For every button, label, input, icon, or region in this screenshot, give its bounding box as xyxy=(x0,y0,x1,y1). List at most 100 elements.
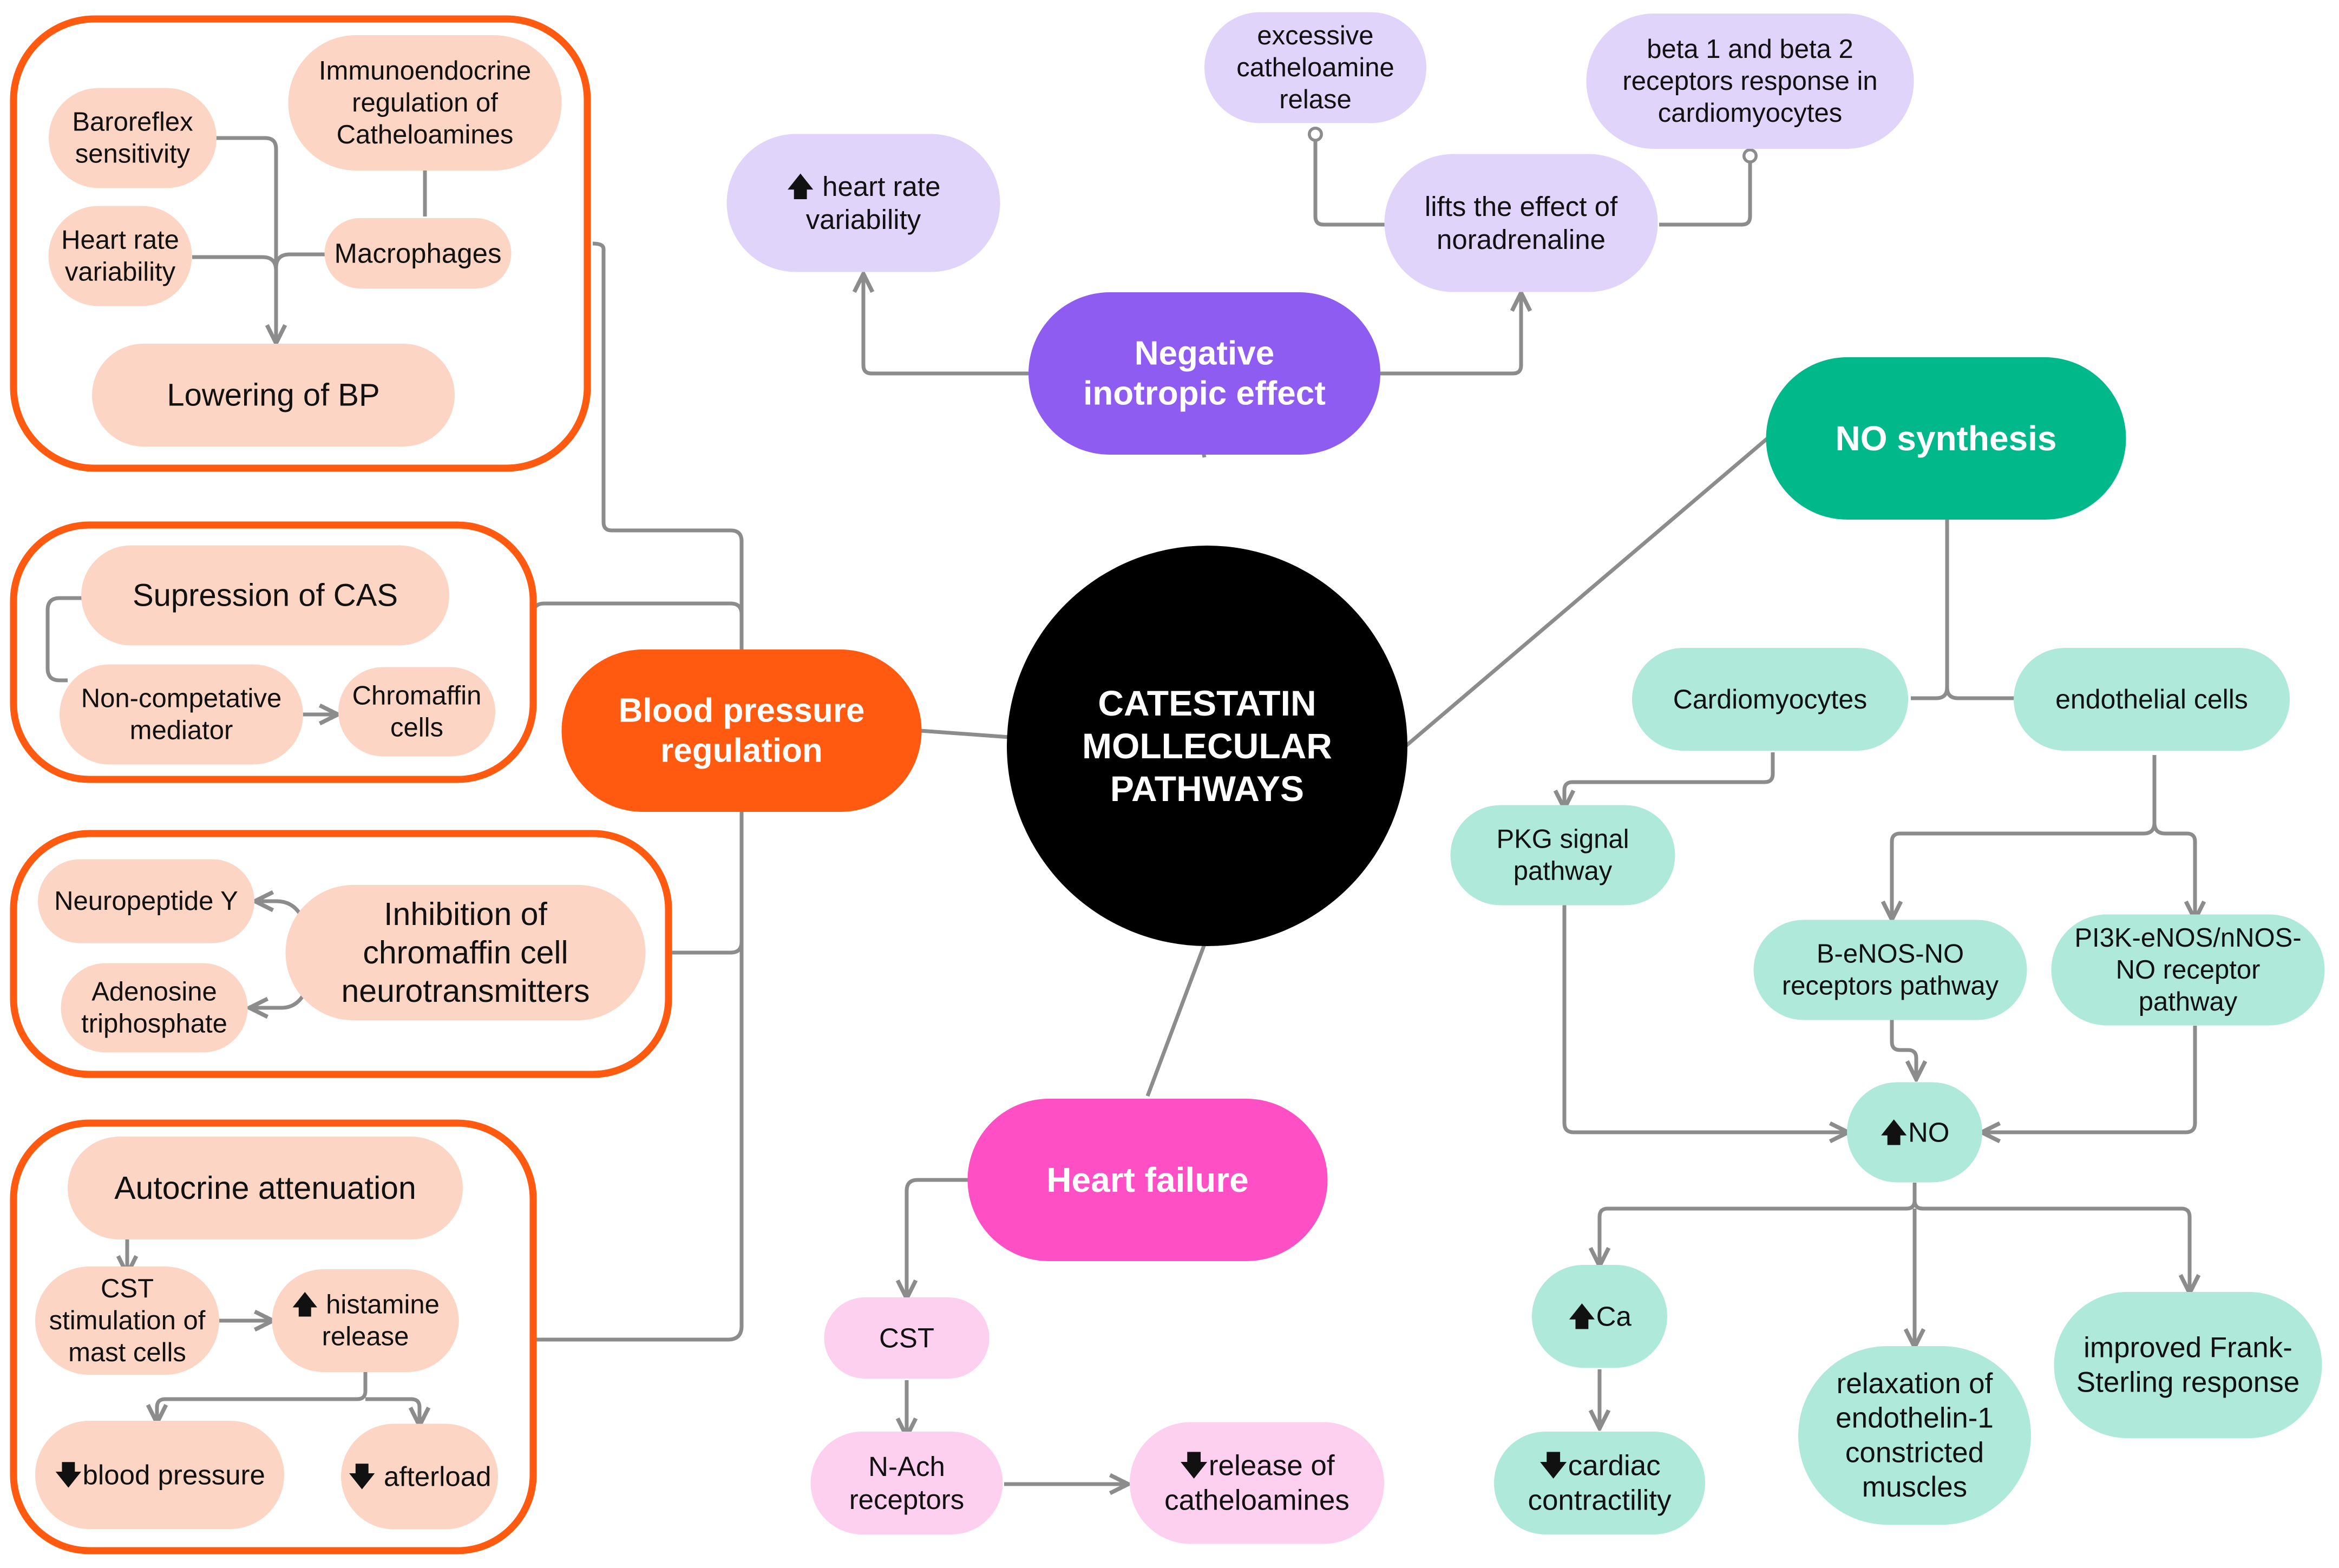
node-relaxation-label: relaxation of xyxy=(1837,1368,1993,1400)
node-baroreflex-shape xyxy=(49,88,217,188)
frame-bp-supression xyxy=(10,521,537,783)
node-non-competative-label: mediator xyxy=(130,716,233,745)
node-cst-shape xyxy=(824,1297,990,1379)
node-cardiomyocytes-shape xyxy=(1632,648,1908,751)
node-supression-cas-shape xyxy=(81,545,449,646)
connectors xyxy=(45,126,2197,1484)
node-histamine-label: 🡅 histamine xyxy=(291,1290,440,1320)
node-pi3k-label: NO receptor xyxy=(2116,955,2261,985)
node-supression-cas-label: Supression of CAS xyxy=(133,578,398,613)
node-cardiac-contractility-shape xyxy=(1494,1432,1705,1534)
center-catestatin-label: PATHWAYS xyxy=(1110,769,1304,809)
hub-blood-pressure-shape xyxy=(561,649,922,812)
node-supression-cas: Supression of CAS xyxy=(81,545,449,646)
center-catestatin-shape xyxy=(1007,546,1407,946)
connector-bp-trunk-upper xyxy=(592,241,744,649)
node-histamine-shape xyxy=(272,1269,459,1372)
connector-center-blood-pressure xyxy=(920,729,1010,739)
node-afterload-label: 🡇 afterload xyxy=(348,1461,491,1492)
node-pi3k-label: PI3K-eNOS/nNOS- xyxy=(2074,923,2301,953)
frame-bp-inhibition xyxy=(10,830,672,1078)
node-relaxation: relaxation ofendothelin-1constrictedmusc… xyxy=(1798,1346,2031,1525)
node-b-enos-shape xyxy=(1753,920,2027,1020)
hub-negative-inotropic-label: Negative xyxy=(1135,334,1274,372)
connector-lifts-excessive xyxy=(1307,126,1391,227)
node-n-ach-label: receptors xyxy=(849,1484,965,1515)
connector-center-heart-failure xyxy=(1145,943,1207,1097)
connector-baroreflex-lowering xyxy=(214,136,276,341)
node-cst-label: CST xyxy=(879,1323,934,1354)
node-non-competative-label: Non-competative xyxy=(81,684,281,713)
node-macrophages: Macrophages xyxy=(324,218,512,288)
node-excessive-catheloamine-shape xyxy=(1204,12,1426,123)
connector-endo-pi3k xyxy=(2152,822,2195,917)
node-relaxation-label: endothelin-1 xyxy=(1836,1402,1994,1434)
node-lifts-effect-label: noradrenaline xyxy=(1437,224,1606,255)
hub-heart-failure-label: Heart failure xyxy=(1046,1160,1248,1199)
hub-no-synthesis: NO synthesis xyxy=(1766,357,2126,520)
node-autocrine-shape xyxy=(68,1137,463,1239)
node-cardiac-contractility-label: 🡇cardiac xyxy=(1538,1450,1660,1482)
node-lowering-bp-shape xyxy=(92,344,455,447)
node-excessive-catheloamine-label: relase xyxy=(1279,85,1351,114)
node-autocrine-label: Autocrine attenuation xyxy=(114,1170,416,1206)
node-adenosine-label: Adenosine xyxy=(91,977,217,1007)
node-macrophages-shape xyxy=(324,218,512,288)
node-no-up: 🡅NO xyxy=(1847,1082,1982,1183)
node-adenosine-label: triphosphate xyxy=(81,1009,227,1038)
node-endothelial-cells-label: endothelial cells xyxy=(2055,684,2248,714)
node-immunoendocrine-shape xyxy=(288,35,562,170)
node-relaxation-label: muscles xyxy=(1862,1471,1967,1503)
node-inhibition-chromaffin-label: chromaffin cell xyxy=(363,935,568,970)
node-beta-receptors-label: receptors response in xyxy=(1622,67,1877,96)
connector-endo-split xyxy=(1892,755,2157,917)
frame-bp-lowering xyxy=(10,15,591,472)
node-pkg-signal-label: PKG signal xyxy=(1496,825,1629,854)
node-no-up-shape xyxy=(1847,1082,1982,1183)
connector-pi3k-no xyxy=(1984,1026,2197,1132)
node-lifts-effect-shape xyxy=(1384,154,1658,292)
node-immunoendocrine-label: Immunoendocrine xyxy=(319,56,531,86)
node-neuropeptide-y-shape xyxy=(38,859,254,943)
node-beta-receptors-shape xyxy=(1586,14,1914,149)
node-afterload: 🡇 afterload xyxy=(341,1423,498,1530)
connector-macro-join xyxy=(274,252,325,268)
node-ca-up-shape xyxy=(1532,1265,1667,1368)
node-n-ach-label: N-Ach xyxy=(868,1451,945,1482)
hub-negative-inotropic-shape xyxy=(1028,292,1380,455)
node-lifts-effect-label: lifts the effect of xyxy=(1425,191,1618,222)
node-release-catheloamines-label: catheloamines xyxy=(1164,1484,1349,1516)
node-neuropeptide-y: Neuropeptide Y xyxy=(38,859,254,943)
hub-blood-pressure-label: regulation xyxy=(660,732,823,770)
blood-pressure-frames xyxy=(10,15,672,1554)
connector-histamine-afterload xyxy=(365,1397,420,1423)
node-heart-rate-variability-bp-label: variability xyxy=(65,257,176,286)
node-histamine-label: release xyxy=(322,1322,409,1351)
node-ca-up-label: 🡅Ca xyxy=(1568,1301,1632,1332)
node-blood-pressure-down-label: 🡇blood pressure xyxy=(54,1460,265,1491)
node-heart-rate-variability-bp-label: Heart rate xyxy=(61,226,179,255)
connector-cas-noncomp xyxy=(45,596,84,683)
node-cst-stimulation-label: stimulation of xyxy=(49,1306,206,1335)
connector-pkg-no xyxy=(1562,904,1846,1132)
node-inhibition-chromaffin-shape xyxy=(285,885,646,1020)
connector-benos-no xyxy=(1890,1018,1916,1077)
node-release-catheloamines-label: 🡇release of xyxy=(1179,1450,1335,1482)
connector-bp-trunk-cas xyxy=(531,601,744,649)
node-cardiomyocytes-label: Cardiomyocytes xyxy=(1673,684,1867,714)
hub-heart-failure-shape xyxy=(967,1099,1328,1261)
node-heart-rate-up-shape xyxy=(726,134,1000,272)
node-frank-sterling-shape xyxy=(2054,1292,2322,1438)
node-ca-up: 🡅Ca xyxy=(1532,1265,1667,1368)
connector-no-endo xyxy=(1945,687,2022,700)
node-frank-sterling: improved Frank-Sterling response xyxy=(2054,1292,2322,1438)
